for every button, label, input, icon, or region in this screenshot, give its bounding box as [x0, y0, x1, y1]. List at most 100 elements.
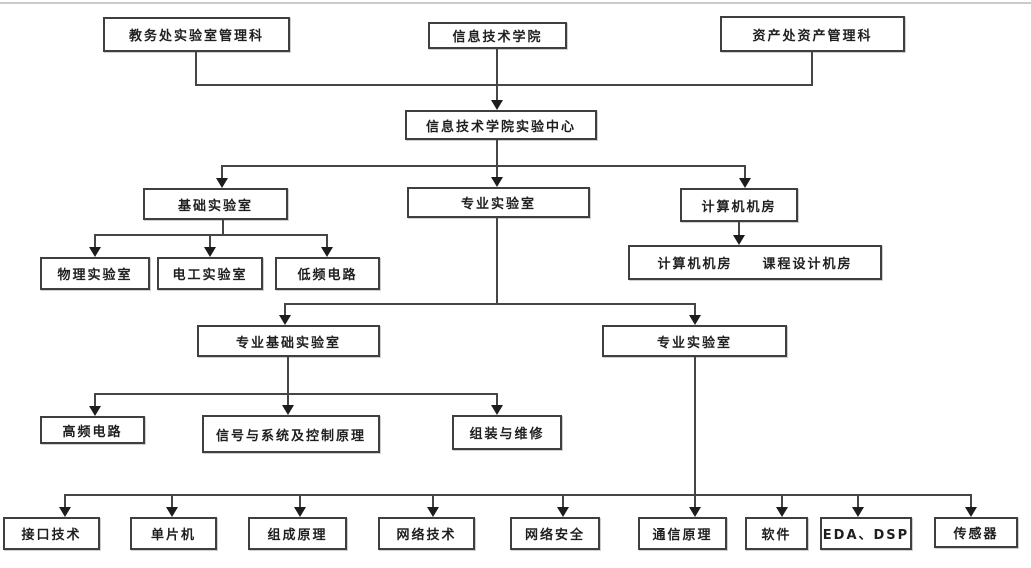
connector	[496, 165, 498, 177]
node-network-security: 网络安全	[510, 517, 600, 550]
node-eda-dsp: EDA、DSP	[820, 517, 912, 550]
connector	[694, 303, 696, 315]
connector	[94, 234, 328, 236]
connector	[562, 494, 564, 507]
node-interface-technology: 接口技术	[3, 517, 100, 550]
node-high-frequency-circuit: 高频电路	[40, 416, 145, 444]
node-label: 电工实验室	[172, 268, 248, 283]
node-label: 组成原理	[267, 528, 328, 543]
arrow-down-icon	[279, 315, 291, 325]
connector	[222, 220, 224, 236]
connector	[857, 494, 859, 507]
node-label: 网络技术	[396, 528, 457, 543]
connector	[287, 393, 289, 405]
connector	[284, 303, 696, 305]
node-academic-affairs-lab-management: 教务处实验室管理科	[103, 17, 290, 52]
arrow-down-icon	[282, 405, 294, 415]
connector	[221, 165, 223, 178]
connector	[744, 165, 746, 178]
connector	[326, 234, 328, 247]
arrow-down-icon	[294, 507, 306, 517]
arrow-down-icon	[557, 507, 569, 517]
connector	[738, 222, 740, 235]
connector	[694, 494, 696, 507]
connector	[811, 52, 813, 86]
arrow-down-icon	[321, 247, 333, 257]
node-basic-laboratory: 基础实验室	[143, 188, 288, 220]
node-signals-systems-control: 信号与系统及控制原理	[202, 415, 380, 453]
node-it-college-experiment-center: 信息技术学院实验中心	[405, 110, 597, 140]
arrow-down-icon	[89, 406, 101, 416]
connector	[287, 357, 289, 395]
node-label: 接口技术	[21, 528, 82, 543]
node-label: 低频电路	[297, 268, 358, 283]
connector	[496, 48, 498, 100]
arrow-down-icon	[965, 507, 977, 517]
connector	[299, 494, 301, 507]
arrow-down-icon	[166, 507, 178, 517]
node-label: 计算机机房	[657, 257, 733, 272]
node-computer-room-detail: 计算机机房 课程设计机房	[628, 245, 882, 280]
connector	[496, 217, 498, 305]
arrow-down-icon	[491, 100, 503, 110]
node-electrician-lab: 电工实验室	[157, 257, 263, 290]
node-label: 专业基础实验室	[235, 335, 341, 351]
arrow-down-icon	[733, 235, 745, 245]
connector	[694, 357, 696, 496]
node-information-technology-college: 信息技术学院	[428, 22, 567, 49]
node-sensor: 传感器	[934, 517, 1018, 548]
node-label: 通信原理	[652, 528, 713, 543]
node-computer-room: 计算机机房	[680, 188, 798, 222]
arrow-down-icon	[491, 177, 503, 187]
arrow-down-icon	[689, 315, 701, 325]
node-label: 信号与系统及控制原理	[215, 428, 366, 444]
arrow-down-icon	[852, 507, 864, 517]
connector	[432, 494, 434, 507]
node-microcontroller: 单片机	[130, 517, 217, 550]
connector	[94, 234, 96, 247]
node-software: 软件	[745, 517, 808, 550]
node-label: 计算机机房	[701, 199, 777, 215]
connector	[209, 234, 211, 247]
page-top-edge	[0, 2, 1031, 4]
node-composition-principle: 组成原理	[248, 517, 347, 550]
node-label: 单片机	[150, 528, 196, 543]
connector	[195, 84, 813, 86]
connector	[496, 393, 498, 405]
connector	[195, 52, 197, 86]
arrow-down-icon	[89, 247, 101, 257]
connector	[284, 303, 286, 315]
node-assembly-maintenance: 组装与维修	[452, 415, 562, 450]
connector	[64, 494, 66, 507]
node-label: 课程设计机房	[762, 257, 853, 272]
connector	[496, 140, 498, 167]
node-label: 软件	[761, 528, 792, 543]
connector	[64, 494, 972, 496]
arrow-down-icon	[739, 178, 751, 188]
arrow-down-icon	[427, 507, 439, 517]
arrow-down-icon	[776, 507, 788, 517]
arrow-down-icon	[216, 178, 228, 188]
connector	[781, 494, 783, 507]
node-label: 信息技术学院	[452, 30, 543, 45]
node-label: 专业实验室	[460, 197, 536, 212]
node-label: 资产处资产管理科	[752, 28, 873, 44]
node-label: EDA、DSP	[822, 528, 910, 543]
node-physics-lab: 物理实验室	[40, 257, 150, 290]
arrow-down-icon	[59, 507, 71, 517]
arrow-down-icon	[689, 507, 701, 517]
node-asset-office-management: 资产处资产管理科	[720, 16, 905, 52]
node-low-frequency-circuit: 低频电路	[275, 257, 380, 290]
node-professional-basic-lab: 专业基础实验室	[197, 325, 380, 357]
node-label: 信息技术学院实验中心	[425, 119, 576, 135]
node-label: 传感器	[953, 527, 999, 542]
node-network-technology: 网络技术	[378, 517, 475, 550]
node-label: 物理实验室	[57, 268, 133, 283]
arrow-down-icon	[204, 247, 216, 257]
node-communication-principle: 通信原理	[638, 517, 727, 550]
node-label: 网络安全	[524, 528, 585, 543]
node-professional-lab-2: 专业实验室	[602, 325, 787, 357]
node-label: 组装与维修	[469, 427, 545, 442]
node-label: 专业实验室	[656, 335, 732, 351]
